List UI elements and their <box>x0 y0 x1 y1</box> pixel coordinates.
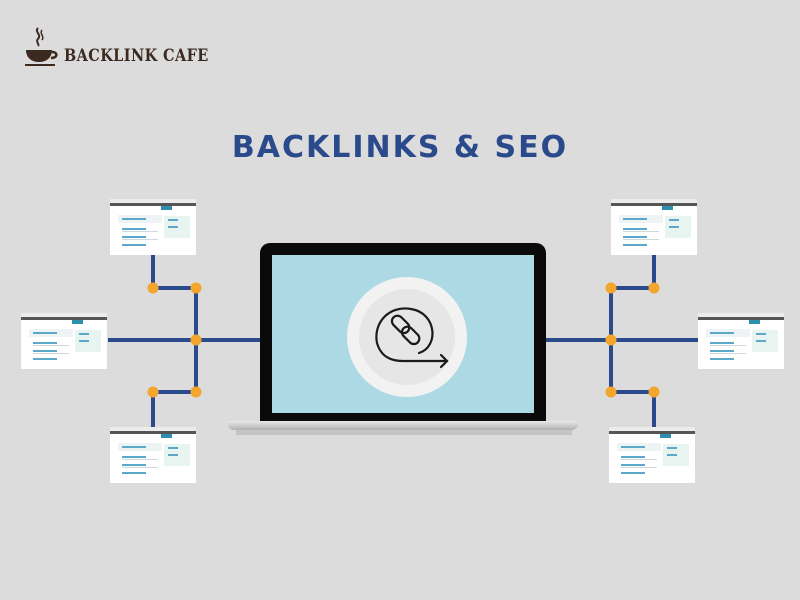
webpage-thumbnail <box>21 313 107 369</box>
laptop-display <box>272 255 534 413</box>
webpage-thumbnail <box>609 427 695 483</box>
webpage-thumbnail <box>110 199 196 255</box>
webpage-thumbnail <box>611 199 697 255</box>
page-title: BACKLINKS & SEO <box>231 130 569 165</box>
link-badge <box>347 277 467 397</box>
webpage-thumbnail <box>698 313 784 369</box>
brand-logo: BACKLINK CAFE <box>24 26 234 68</box>
coffee-cup-icon <box>25 27 58 66</box>
laptop-base <box>228 421 578 430</box>
laptop <box>260 243 546 421</box>
webpage-thumbnail <box>110 427 196 483</box>
link-chain-arrow-icon <box>375 307 449 369</box>
brand-name: BACKLINK CAFE <box>64 46 209 66</box>
laptop-shadow <box>236 430 572 435</box>
